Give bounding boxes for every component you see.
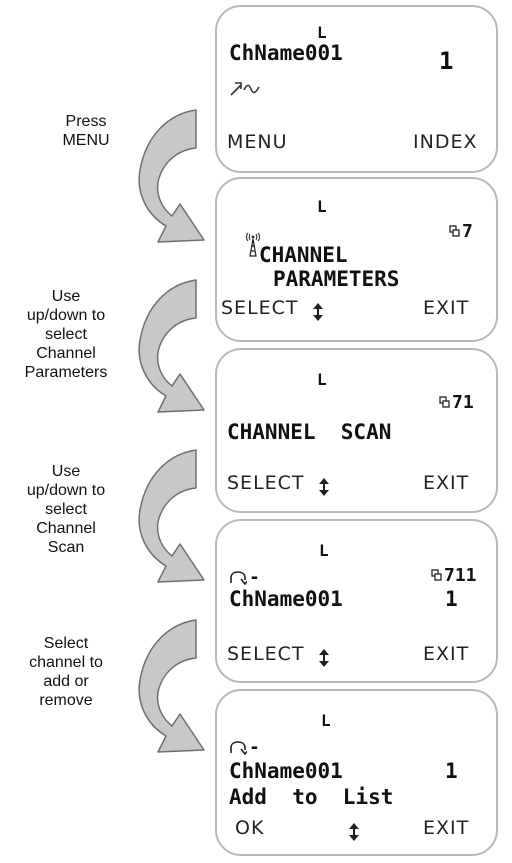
curved-arrow-icon	[138, 279, 205, 413]
screen-channel-select: L - 711 ChName001 1 SELECT EXIT	[215, 519, 498, 683]
step-caption-3: Use up/down to select Channel Scan	[26, 463, 106, 556]
curved-arrow-icon	[138, 619, 205, 753]
menu-title: CHANNEL SCAN	[227, 420, 392, 444]
screen-add-to-list: L - ChName001 1 Add to List OK EXIT	[215, 689, 498, 856]
step-caption-1: Press MENU	[62, 113, 110, 149]
up-down-arrows-icon	[319, 649, 329, 667]
channel-number: 1	[445, 759, 458, 783]
step-caption-4: Select channel to add or remove	[29, 635, 103, 709]
menu-index: 71	[452, 392, 474, 413]
level-indicator: L	[317, 23, 327, 42]
scan-mark: -	[249, 567, 260, 588]
scan-loop-icon	[230, 571, 247, 585]
channel-name: ChName001	[229, 587, 343, 611]
channel-number: 1	[439, 47, 454, 75]
softkey-ok[interactable]: OK	[235, 817, 265, 839]
screen-home: L ChName001 1 MENU INDEX	[215, 5, 498, 173]
menu-index-icon	[431, 569, 442, 581]
softkey-select[interactable]: SELECT	[221, 297, 299, 319]
level-indicator: L	[321, 711, 331, 730]
menu-index-icon	[449, 225, 460, 237]
antenna-signal-icon	[230, 82, 260, 96]
level-indicator: L	[317, 370, 327, 389]
step-caption-2: Use up/down to select Channel Parameters	[24, 288, 108, 381]
menu-index: 7	[462, 221, 473, 242]
softkey-exit[interactable]: EXIT	[423, 817, 470, 839]
channel-name: ChName001	[229, 759, 343, 783]
up-down-arrows-icon	[319, 478, 329, 496]
softkey-exit[interactable]: EXIT	[423, 643, 470, 665]
menu-title-line-1: CHANNEL	[259, 243, 348, 267]
softkey-index[interactable]: INDEX	[413, 131, 478, 153]
antenna-tower-icon	[245, 232, 261, 257]
action-line: Add to List	[229, 785, 394, 809]
level-indicator: L	[317, 197, 327, 216]
channel-number: 1	[445, 587, 458, 611]
scan-loop-icon	[230, 741, 247, 755]
menu-index-icon	[439, 396, 450, 408]
up-down-arrows-icon	[349, 823, 359, 841]
menu-title-line-2: PARAMETERS	[273, 267, 400, 291]
softkey-menu[interactable]: MENU	[227, 131, 288, 153]
softkey-exit[interactable]: EXIT	[423, 297, 470, 319]
screen-channel-scan-menu: L 71 CHANNEL SCAN SELECT EXIT	[215, 348, 498, 513]
softkey-select[interactable]: SELECT	[227, 472, 305, 494]
softkey-exit[interactable]: EXIT	[423, 472, 470, 494]
softkey-select[interactable]: SELECT	[227, 643, 305, 665]
menu-index: 711	[444, 565, 477, 586]
channel-name: ChName001	[229, 41, 343, 65]
level-indicator: L	[319, 541, 329, 560]
curved-arrow-icon	[138, 449, 205, 583]
scan-mark: -	[249, 737, 260, 758]
screen-channel-parameters: L 7 CHANNEL PARAMETERS SELECT EXIT	[215, 177, 498, 342]
up-down-arrows-icon	[313, 303, 323, 321]
